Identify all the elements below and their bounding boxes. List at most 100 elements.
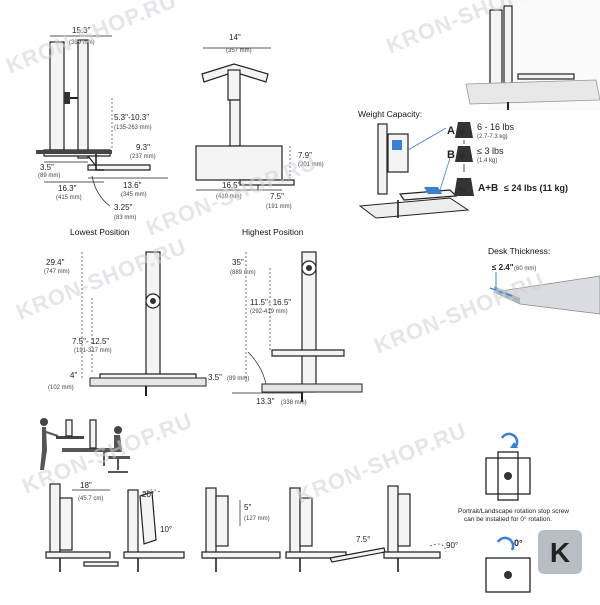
weight-ab-label: A+B <box>478 183 498 194</box>
highest-left: 3.5" <box>208 373 222 382</box>
top-height: 7.9" <box>298 151 312 160</box>
lowest-bottom: 4" <box>70 371 77 380</box>
rotation-monitor-portrait <box>497 451 519 501</box>
weight-column <box>377 123 388 195</box>
highest-total: 35" <box>232 258 244 267</box>
weight-a-mark: Kg <box>459 130 465 136</box>
weight-ab-icon: Kg <box>454 178 474 196</box>
lowest-range-mm: (191-317 mm) <box>74 348 112 354</box>
watermark-7: KRON-SHOP.RU <box>293 417 471 508</box>
highest-tray <box>271 349 345 357</box>
top-column <box>229 99 241 147</box>
rotation-panel: Portrait/Landscape rotation stop screw c… <box>458 432 569 593</box>
rotation-monitor-landscape <box>485 457 531 495</box>
weight-b-mark: Kg <box>459 154 465 160</box>
highest-desk <box>261 383 363 393</box>
motion-diagram-5: 90° <box>383 485 458 572</box>
side-tray-mm: (237 mm) <box>130 154 156 160</box>
motion-5-value: 90° <box>446 541 458 550</box>
side-width-top: 15.3" <box>72 26 91 35</box>
standing-user-icon <box>40 418 59 470</box>
side-tray: 9.3" <box>136 143 150 152</box>
highest-range-mm: (292-419 mm) <box>250 309 288 315</box>
side-raise-mm: (135-263 mm) <box>114 125 152 131</box>
weight-b-value: ≤ 3 lbs <box>477 146 504 156</box>
motion-4-value: 7.5° <box>356 535 370 544</box>
sit-stand-users <box>40 418 130 473</box>
motion-1-mm: (45.7 cm) <box>78 496 103 502</box>
weight-a-icon: Kg <box>455 122 473 138</box>
lowest-range: 7.5"- 12.5" <box>72 337 109 346</box>
side-left: 3.5" <box>40 163 54 172</box>
top-column-head <box>227 69 241 101</box>
top-depth: 16.5" <box>222 181 241 190</box>
top-height-mm: (201 mm) <box>298 162 324 168</box>
weight-title: Weight Capacity: <box>358 109 422 119</box>
weight-ab-mark: Kg <box>459 187 465 193</box>
lowest-total-mm: (747 mm) <box>44 269 70 275</box>
motion-diagram-1: 18" (45.7 cm) <box>45 481 119 572</box>
top-work-surface <box>195 145 283 181</box>
weight-a-value: 6 - 16 lbs <box>477 122 515 132</box>
desk-value-mm: (60 mm) <box>514 266 536 272</box>
weight-capacity-panel: Weight Capacity: A B Kg Kg Kg 6 - 16 lbs… <box>358 109 568 219</box>
rotation-note-line2: can be installed for 0° rotation. <box>464 515 552 523</box>
side-raise: 5.3"-10.3" <box>114 113 149 122</box>
side-width-top-mm: (389 mm) <box>69 40 95 46</box>
top-width-mm: (357 mm) <box>226 48 252 54</box>
watermark-5: KRON-SHOP.RU <box>371 267 549 358</box>
side-base-mm: (345 mm) <box>121 192 147 198</box>
side-depth: 16.3" <box>58 184 77 193</box>
side-left-mm: (89 mm) <box>38 173 60 179</box>
weight-b-kg: (1.4 kg) <box>477 158 497 164</box>
side-base: 13.6" <box>123 181 142 190</box>
weight-monitor <box>387 133 409 173</box>
weight-a-kg: (2.7-7.3 kg) <box>477 134 508 140</box>
lowest-desk <box>89 377 207 387</box>
motion-3-mm: (127 mm) <box>244 516 270 522</box>
motion-2a-value: 20° <box>142 490 154 499</box>
top-width: 14" <box>229 33 241 42</box>
lowest-position-drawing: Lowest Position 29.4" (747 mm) 7.5"- 12.… <box>44 227 207 396</box>
side-depth-mm: (415 mm) <box>56 195 82 201</box>
highest-base-mm: (338 mm) <box>281 400 307 406</box>
highest-title: Highest Position <box>242 227 304 237</box>
motion-diagram-2: 20° 10° <box>123 489 185 572</box>
sitting-user-icon <box>103 426 130 473</box>
weight-a-label: A <box>447 125 455 137</box>
side-clamp-mm: (83 mm) <box>114 215 136 221</box>
column-side <box>77 39 89 159</box>
weight-ab-value: ≤ 24 lbs (11 kg) <box>504 183 568 193</box>
monitor-mount <box>64 92 70 104</box>
highest-range: 11.5"- 16.5" <box>250 298 291 307</box>
rotate-arrows-icon <box>500 432 519 448</box>
rotation-zero: 0° <box>514 538 523 548</box>
motion-3-value: 5" <box>244 503 251 512</box>
top-view-drawing: 14" (357 mm) 7.9" (201 mm) 16.5" (419 mm… <box>195 33 324 210</box>
motion-diagram-4: 7.5° <box>285 487 386 572</box>
watermark-4: KRON-SHOP.RU <box>13 233 191 324</box>
motion-1-value: 18" <box>80 481 92 490</box>
brand-badge-letter: K <box>550 537 570 568</box>
rotate-zero-icon <box>496 536 515 551</box>
highest-left-mm: (89 mm) <box>227 376 249 382</box>
top-right-mm: (191 mm) <box>266 204 292 210</box>
brand-badge: K <box>538 530 582 574</box>
side-view-drawing: 15.3" (389 mm) 5.3"-10.3" (135-263 mm) 9… <box>36 26 168 221</box>
lowest-total: 29.4" <box>46 258 65 267</box>
desk-thickness-drawing: Desk Thickness: ≤ 2.4" (60 mm) <box>488 246 600 315</box>
lowest-bottom-mm: (102 mm) <box>48 385 74 391</box>
lowest-title: Lowest Position <box>70 227 130 237</box>
weight-b-icon: Kg <box>455 146 473 162</box>
desk-value: ≤ 2.4" <box>492 263 514 272</box>
keyboard-tray-side <box>87 164 151 171</box>
motion-diagram-3: 5" (127 mm) <box>201 487 281 572</box>
top-depth-mm: (419 mm) <box>216 194 242 200</box>
highest-position-drawing: Highest Position 35" (889 mm) 11.5"- 16.… <box>208 227 363 406</box>
top-arm <box>201 63 269 83</box>
photo-monitor <box>489 9 503 91</box>
top-right: 7.5" <box>270 192 284 201</box>
top-tray <box>239 179 295 186</box>
desk-title: Desk Thickness: <box>488 246 550 256</box>
